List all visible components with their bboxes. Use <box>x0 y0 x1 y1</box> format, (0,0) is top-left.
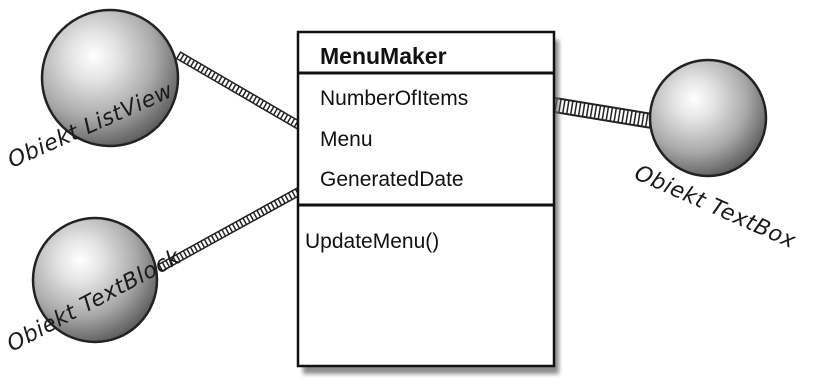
connection-textblock-generateddate <box>157 178 319 272</box>
object-textbox: Obiekt TextBox <box>631 58 800 254</box>
textblock-sphere <box>31 216 159 344</box>
class-box: MenuMaker NumberOfItems Menu GeneratedDa… <box>296 30 556 368</box>
property-generated-date: GeneratedDate <box>320 168 464 191</box>
listview-sphere <box>40 8 180 148</box>
property-menu: Menu <box>320 128 373 151</box>
method-update-menu: UpdateMenu() <box>305 230 439 253</box>
connection-listview-menu <box>175 51 315 137</box>
class-name: MenuMaker <box>320 43 447 69</box>
object-textblock: Obiekt TextBlock <box>3 216 186 357</box>
textbox-sphere <box>648 58 768 178</box>
object-listview: Obiekt ListView <box>4 8 180 173</box>
property-number-of-items: NumberOfItems <box>320 87 468 110</box>
